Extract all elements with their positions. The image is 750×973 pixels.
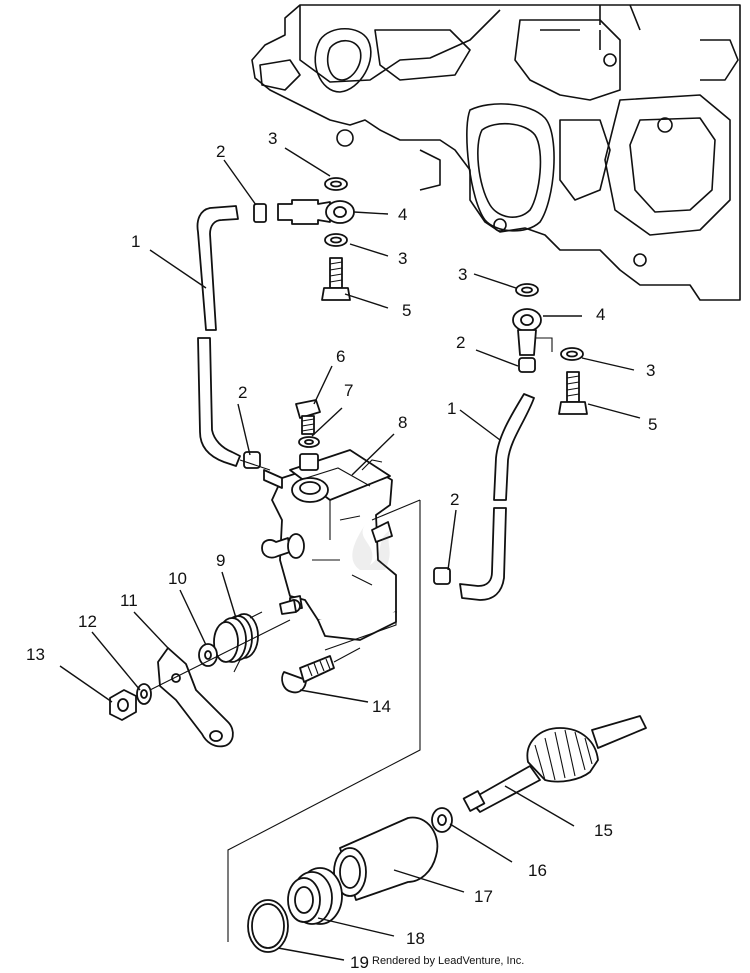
callout-17: 17 [474, 887, 493, 906]
right-oil-hose [459, 393, 535, 601]
oil-pump-body [261, 449, 397, 641]
callout-5-right: 5 [648, 415, 657, 434]
pump-mounting-bolt [281, 655, 335, 694]
callout-14: 14 [372, 697, 391, 716]
lever-nut [109, 689, 137, 721]
callout-8: 8 [398, 413, 407, 432]
callout-labels: 1 1 2 2 2 2 3 3 3 3 4 4 5 5 6 7 8 9 10 1… [26, 129, 657, 972]
callout-4-left: 4 [398, 205, 407, 224]
left-lower-washer [324, 233, 348, 247]
pump-cover-line [324, 612, 397, 651]
leader-lines [59, 147, 641, 961]
left-banjo-fitting [277, 199, 355, 225]
left-upper-washer [324, 177, 348, 191]
callout-3-left-upper: 3 [268, 129, 277, 148]
callout-18: 18 [406, 929, 425, 948]
left-banjo-bolt [321, 257, 351, 301]
callout-1-right: 1 [447, 399, 456, 418]
lever-washer [198, 643, 218, 667]
shaft-group-bracket [227, 499, 421, 942]
lever-axis-line [149, 619, 361, 691]
pump-bolt-washer [298, 436, 320, 448]
callout-3-left-lower: 3 [398, 249, 407, 268]
callout-19: 19 [350, 953, 369, 972]
shaft-seal [287, 867, 343, 925]
callout-12: 12 [78, 612, 97, 631]
right-banjo-fitting [512, 308, 553, 356]
callout-11: 11 [120, 591, 138, 610]
callout-15: 15 [594, 821, 613, 840]
return-spring [213, 611, 263, 673]
callout-3-right-lower: 3 [646, 361, 655, 380]
callout-5-left: 5 [402, 301, 411, 320]
callout-2-right-upper: 2 [456, 333, 465, 352]
callout-9: 9 [216, 551, 225, 570]
shaft-washer [431, 807, 453, 833]
callout-10: 10 [168, 569, 187, 588]
drive-gear-shaft [462, 715, 647, 813]
left-hose-clamp-lower [239, 451, 271, 471]
callout-6: 6 [336, 347, 345, 366]
callout-3-right-upper: 3 [458, 265, 467, 284]
callout-4-right: 4 [596, 305, 605, 324]
callout-16: 16 [528, 861, 547, 880]
lever-lock-washer [136, 683, 152, 705]
right-hose-clamp-lower [433, 567, 451, 585]
callout-2-right-lower: 2 [450, 490, 459, 509]
render-credit: Rendered by LeadVenture, Inc. [372, 955, 525, 967]
engine-cylinder-block [251, 4, 741, 301]
callout-1-left: 1 [131, 232, 140, 251]
right-banjo-bolt [558, 371, 588, 415]
right-lower-washer [560, 347, 584, 361]
pump-bolt [295, 399, 321, 435]
pump-control-lever [157, 647, 234, 748]
left-oil-hose [196, 205, 241, 467]
callout-2-left-upper: 2 [216, 142, 225, 161]
callout-2-left-lower: 2 [238, 383, 247, 402]
shaft-bushing [333, 816, 439, 901]
right-upper-washer [515, 283, 539, 297]
left-hose-clamp-upper [253, 203, 267, 223]
callout-7: 7 [344, 381, 353, 400]
right-hose-clamp-upper [518, 357, 536, 373]
callout-13: 13 [26, 645, 45, 664]
o-ring [247, 899, 289, 953]
